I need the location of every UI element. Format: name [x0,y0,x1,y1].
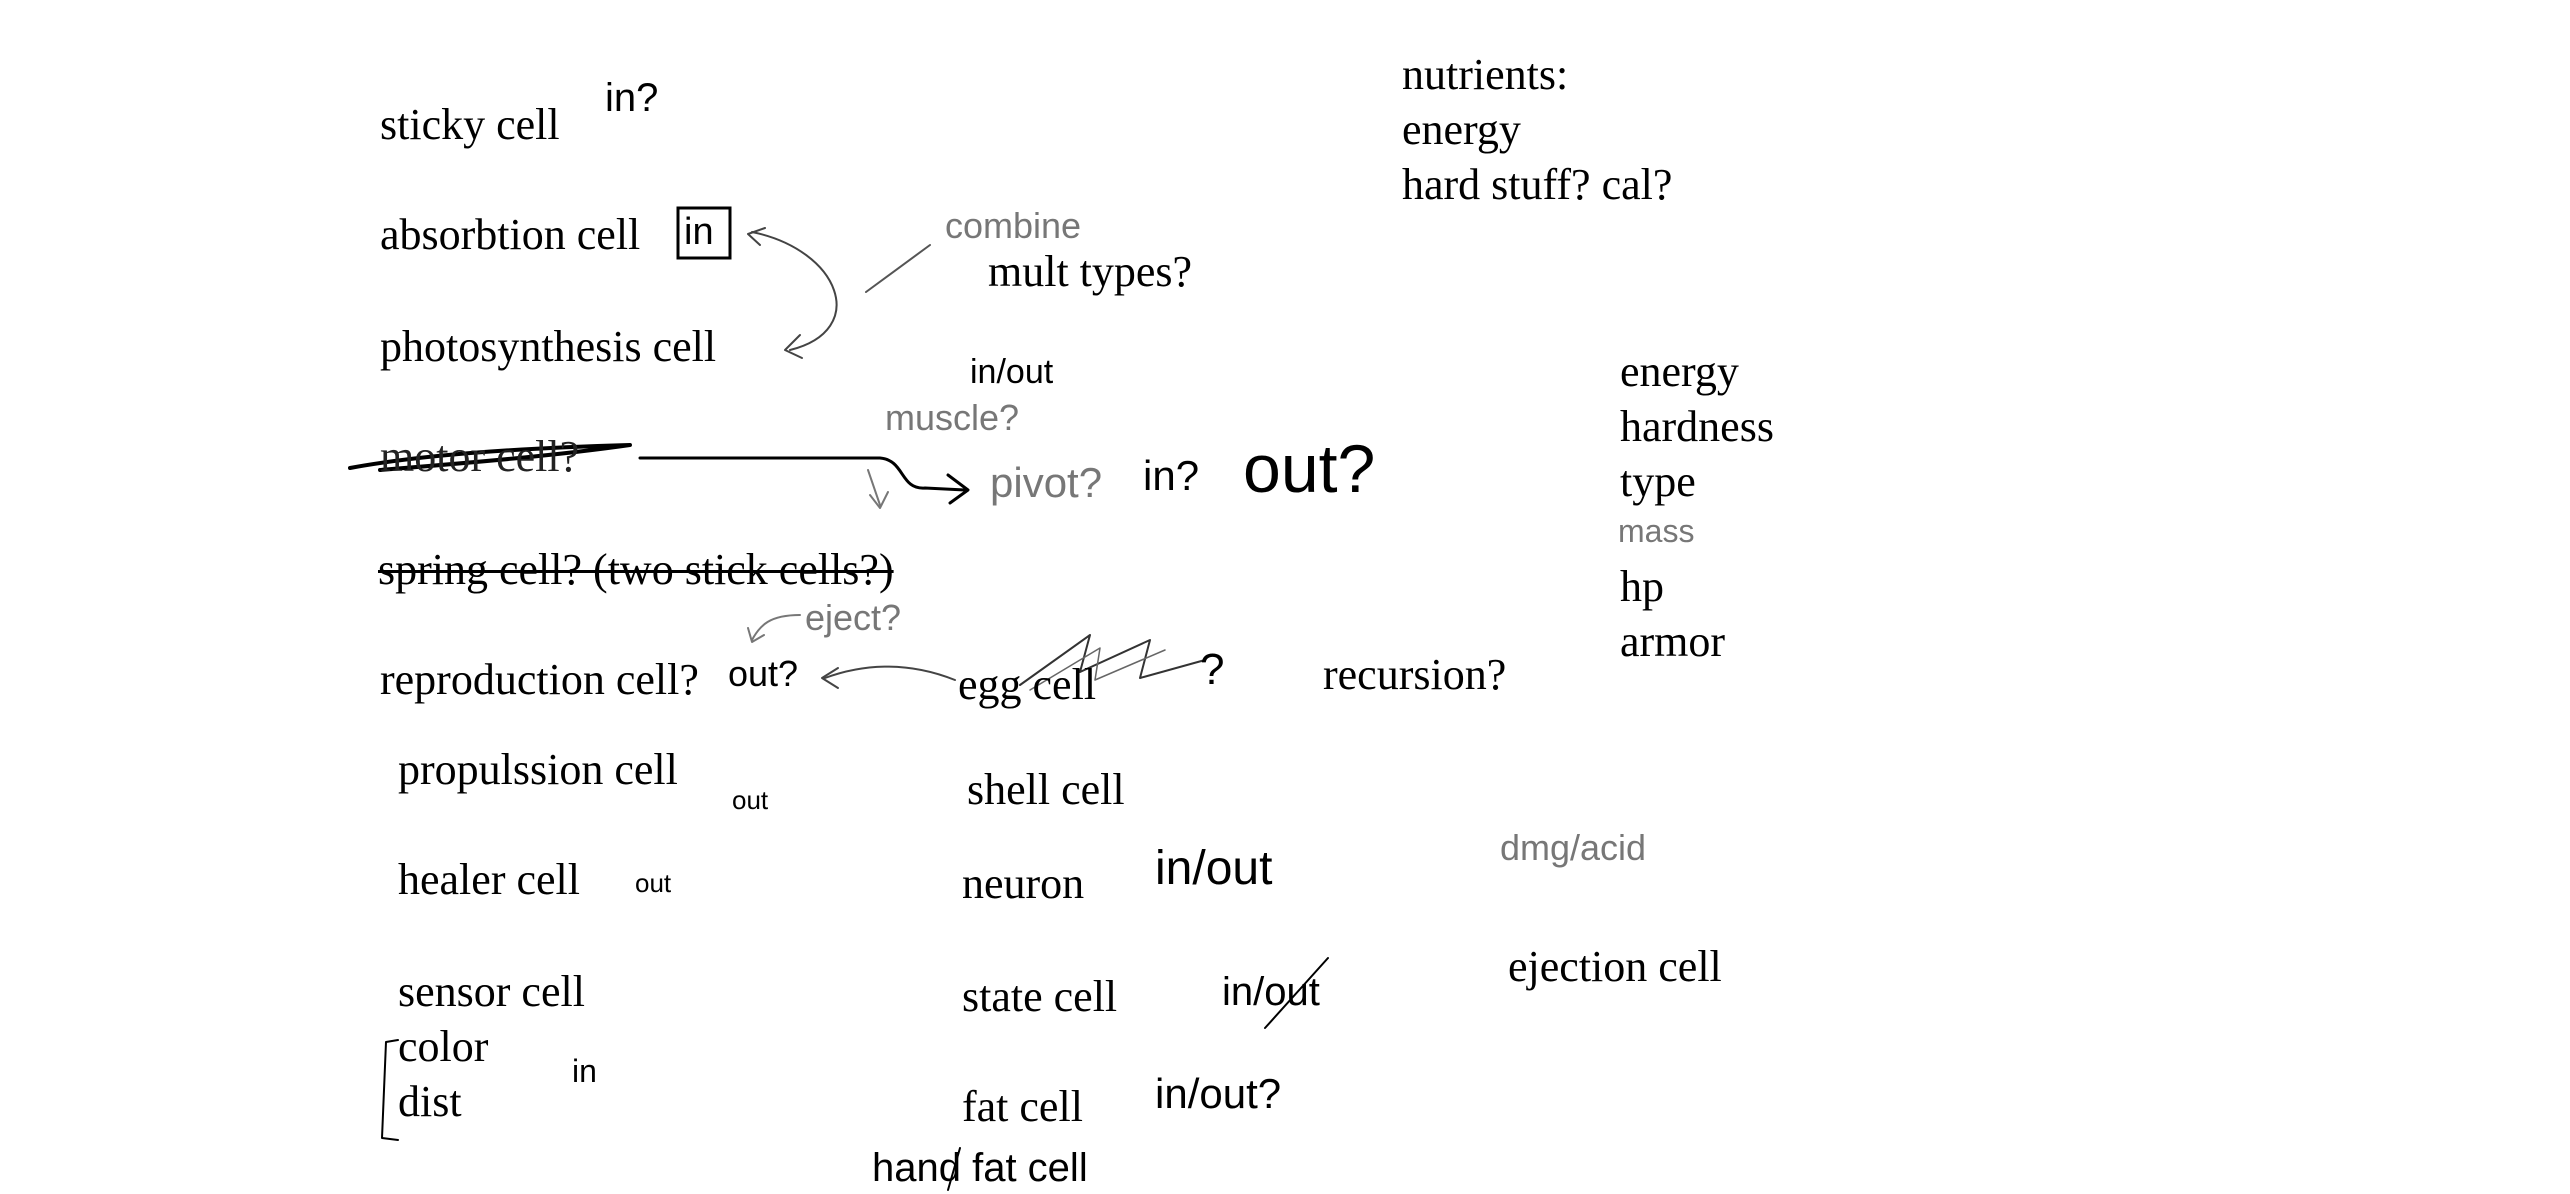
eject-arrow [751,614,801,641]
egg-question-note: ? [1200,645,1225,694]
arrow-head-bottom [784,334,803,359]
prop-mass: mass [1618,513,1695,549]
sensor-bracket [381,1039,399,1141]
absorbtion-in-note: in [684,211,714,253]
prop-hardness: hardness [1620,402,1774,451]
photosynthesis-cell-label: photosynthesis cell [380,322,717,371]
fat-in-out-note: in/out? [1155,1070,1282,1117]
egg-cell-label: egg cell [958,660,1097,709]
nutrients-header: nutrients: [1402,50,1569,99]
repro-out-note: out? [728,653,799,694]
sticky-in-note: in? [605,76,659,120]
neuron-label: neuron [962,859,1085,908]
shell-cell-label: shell cell [967,765,1125,814]
healer-out-note: out [635,868,672,898]
motor-arrow [638,456,967,492]
combine-pointer [865,244,931,293]
sensor-color-label: color [398,1022,489,1071]
prop-armor: armor [1620,617,1726,666]
state-in-out-note: in/out [1222,970,1320,1014]
pivot-note: pivot? [990,459,1103,506]
eject-note: eject? [805,597,902,638]
muscle-arrow [867,469,881,506]
neuron-in-out-note: in/out [1155,842,1273,895]
prop-type: type [1620,457,1696,506]
healer-cell-label: healer cell [398,855,580,904]
nutrients-energy: energy [1402,105,1521,154]
sensor-dist-label: dist [398,1077,462,1126]
hand-fat-cell-note: hand fat cell [872,1146,1088,1190]
combine-note: combine [945,205,1082,246]
propulssion-cell-label: propulssion cell [398,745,678,794]
prop-hp: hp [1620,562,1664,611]
reproduction-cell-label: reproduction cell? [380,655,699,704]
curved-arrow [751,231,838,351]
pivot-in-note: in? [1143,452,1200,499]
sensor-cell-label: sensor cell [398,967,585,1016]
recursion-label: recursion? [1323,650,1507,699]
egg-arrow [824,665,956,681]
absorbtion-cell-label: absorbtion cell [380,210,641,259]
sticky-cell-label: sticky cell [380,100,560,149]
dmg-acid-note: dmg/acid [1500,827,1647,868]
eject-arrow-head [747,627,765,643]
propulssion-out-note: out [732,785,769,815]
motor-arrow-head [946,473,970,505]
prop-energy: energy [1620,347,1739,396]
sensor-in-note: in [572,1053,597,1089]
muscle-arrow-head [869,491,889,509]
mult-types-label: mult types? [988,247,1193,296]
arrow-head-top [747,227,766,246]
egg-arrow-head [821,667,839,689]
ejection-cell-label: ejection cell [1508,942,1722,991]
motor-cell-label: motor cell? [380,432,580,481]
spring-cell-label: spring cell? (two stick cells?) [378,545,894,594]
pivot-out-note: out? [1243,431,1376,507]
muscle-note: muscle? [885,397,1020,438]
nutrients-hard-stuff: hard stuff? cal? [1402,160,1673,209]
fat-cell-label: fat cell [962,1082,1083,1131]
in-out-top-note: in/out [970,353,1054,391]
state-cell-label: state cell [962,972,1118,1021]
